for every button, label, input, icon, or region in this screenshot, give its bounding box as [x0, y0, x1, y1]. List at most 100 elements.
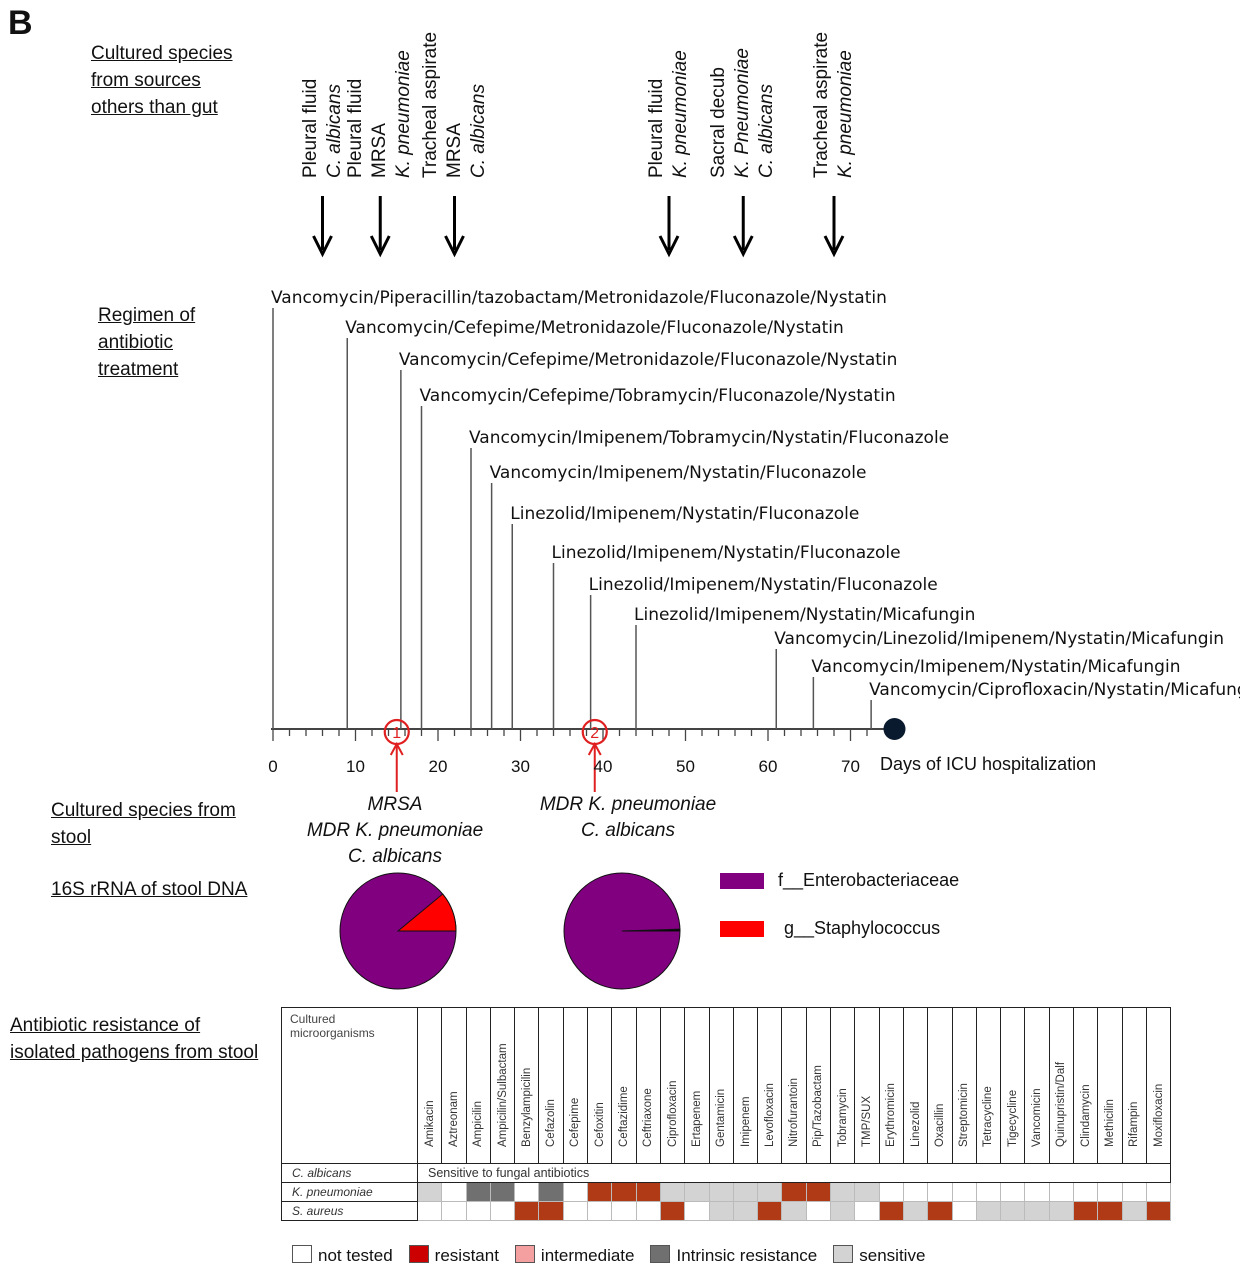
- antibiotic-label: Ampicilin: [472, 1100, 485, 1147]
- antibiotic-label: Oxacillin: [933, 1103, 946, 1147]
- antibiotic-header: Moxifloxacin: [1145, 1007, 1172, 1164]
- tick-label: 20: [428, 757, 448, 776]
- organism-name: K. pneumoniae: [281, 1182, 418, 1202]
- antibiotic-header: Amikacin: [416, 1007, 443, 1164]
- pie-charts: [339, 872, 681, 990]
- antibiotic-header: Oxacillin: [927, 1007, 953, 1164]
- resistance-cell: [1145, 1201, 1172, 1221]
- pie-slice-staphylococcus: [396, 893, 457, 932]
- resistance-cell: [659, 1182, 686, 1202]
- resistance-cell: [732, 1201, 759, 1221]
- regimen-label: Linezolid/Imipenem/Nystatin/Fluconazole: [510, 504, 860, 524]
- antibiotic-label: Ceftazidime: [618, 1086, 631, 1147]
- resistance-cell: [902, 1201, 929, 1221]
- resistance-cell: [465, 1201, 491, 1221]
- legend-label: f__Enterobacteriaceae: [778, 870, 960, 890]
- tick-label: 0: [268, 757, 278, 776]
- section-title-cultured-stool: Cultured species from stool: [51, 800, 236, 848]
- resistance-cell: [951, 1182, 977, 1202]
- panel-letter: B: [8, 4, 33, 42]
- culture-arrowhead: [732, 235, 754, 258]
- resistance-cell: [416, 1201, 443, 1221]
- resistance-cell: [587, 1182, 613, 1202]
- resistance-cell: [416, 1182, 443, 1202]
- resistance-cell: [708, 1201, 734, 1221]
- status-legend-label: Intrinsic resistance: [676, 1246, 818, 1265]
- resistance-cell: [854, 1182, 880, 1202]
- resistance-cell: [854, 1201, 880, 1221]
- row-note: Sensitive to fungal antibiotics: [416, 1163, 1172, 1183]
- stool-culture-label: MRSA MDR K. pneumoniae C. albicans: [307, 792, 483, 870]
- resistance-cell: [514, 1201, 540, 1221]
- regimen-label: Vancomycin/Piperacillin/tazobactam/Metro…: [271, 288, 887, 308]
- antibiotic-header: Benzylampicilin: [514, 1007, 540, 1164]
- antibiotic-header: Imipenem: [732, 1007, 759, 1164]
- antibiotic-label: Levofloxacin: [763, 1083, 776, 1147]
- stool-culture-line: MDR K. pneumoniae: [539, 794, 717, 815]
- antibiotic-label: Cefazolin: [545, 1099, 558, 1147]
- resistance-cell: [1024, 1182, 1050, 1202]
- antibiotic-label: Imipenem: [739, 1096, 752, 1148]
- axis-end-dot: [883, 718, 906, 740]
- culture-arrowhead: [312, 235, 333, 258]
- resistance-cell: [1048, 1182, 1075, 1202]
- antibiotic-header: Tetracycline: [975, 1007, 1002, 1164]
- antibiotic-header: Levofloxacin: [757, 1007, 783, 1164]
- antibiotic-label: Ceftriaxone: [642, 1088, 655, 1147]
- antibiotic-header: Ampicilin/Sulbactam: [489, 1007, 516, 1164]
- resistance-cell: [878, 1182, 904, 1202]
- antibiotic-header: Ampicilin: [465, 1007, 491, 1164]
- resistance-cell: [1121, 1201, 1147, 1221]
- antibiotic-header: Rifampin: [1121, 1007, 1147, 1164]
- resistance-cell: [562, 1201, 589, 1221]
- antibiotic-label: Cefoxitin: [593, 1102, 606, 1147]
- antibiotic-label: Amikacin: [423, 1100, 436, 1147]
- resistance-cell: [465, 1182, 491, 1202]
- antibiotic-header: Nitrofurantoin: [781, 1007, 807, 1164]
- resistance-cell: [489, 1182, 516, 1202]
- status-legend-swatch: [514, 1245, 535, 1263]
- status-legend-label: intermediate: [540, 1246, 635, 1265]
- tick-label: 60: [758, 757, 778, 776]
- antibiotic-label: TMP/SUX: [860, 1095, 873, 1147]
- antibiotic-header: Vancomicin: [1024, 1007, 1050, 1164]
- regimen-label: Vancomycin/Cefepime/Metronidazole/Flucon…: [345, 318, 844, 338]
- stool-marker-arrowhead: [389, 741, 404, 756]
- tick-label: 70: [841, 757, 860, 776]
- resistance-cell: [538, 1182, 564, 1202]
- resistance-cell: [562, 1182, 589, 1202]
- resistance-cell: [757, 1182, 783, 1202]
- stool-marker-arrowhead: [587, 741, 602, 756]
- status-legend-swatch: [833, 1245, 854, 1263]
- resistance-cell: [441, 1182, 467, 1202]
- stool-culture-line: MRSA: [367, 794, 423, 815]
- antibiotic-header: Aztreonam: [441, 1007, 467, 1164]
- table-header-organisms: Cultured microorganisms: [281, 1007, 418, 1164]
- axis-title: Days of ICU hospitalization: [880, 754, 1097, 774]
- status-legend-label: sensitive: [859, 1246, 926, 1265]
- tick-label: 40: [593, 757, 613, 776]
- antibiotic-label: Tobramycin: [836, 1088, 849, 1147]
- antibiotic-label: Clindamycin: [1079, 1084, 1092, 1147]
- culture-arrowhead: [823, 235, 845, 258]
- stool-culture-line: C. albicans: [348, 846, 442, 867]
- regimen-label: Vancomycin/Imipenem/Tobramycin/Nystatin/…: [469, 428, 950, 448]
- resistance-cell: [611, 1201, 637, 1221]
- antibiotic-label: Tetracycline: [982, 1086, 995, 1147]
- antibiotic-label: Streptomicin: [958, 1083, 971, 1147]
- stool-culture-line: MDR K. pneumoniae: [306, 820, 484, 841]
- antibiotic-header: Quinupristin/Dalf: [1048, 1007, 1075, 1164]
- resistance-cell: [587, 1201, 613, 1221]
- antibiotic-header: Pip/Tazobactam: [805, 1007, 832, 1164]
- antibiotic-header: Methicilin: [1097, 1007, 1123, 1164]
- resistance-cell: [635, 1182, 661, 1202]
- antibiotic-header: Erythromicin: [878, 1007, 904, 1164]
- legend-swatch-red: [720, 921, 764, 938]
- resistance-cell: [611, 1182, 637, 1202]
- resistance-cell: [1121, 1182, 1147, 1202]
- antibiotic-label: Rifampin: [1128, 1101, 1141, 1147]
- antibiotic-header: Tobramycin: [830, 1007, 856, 1164]
